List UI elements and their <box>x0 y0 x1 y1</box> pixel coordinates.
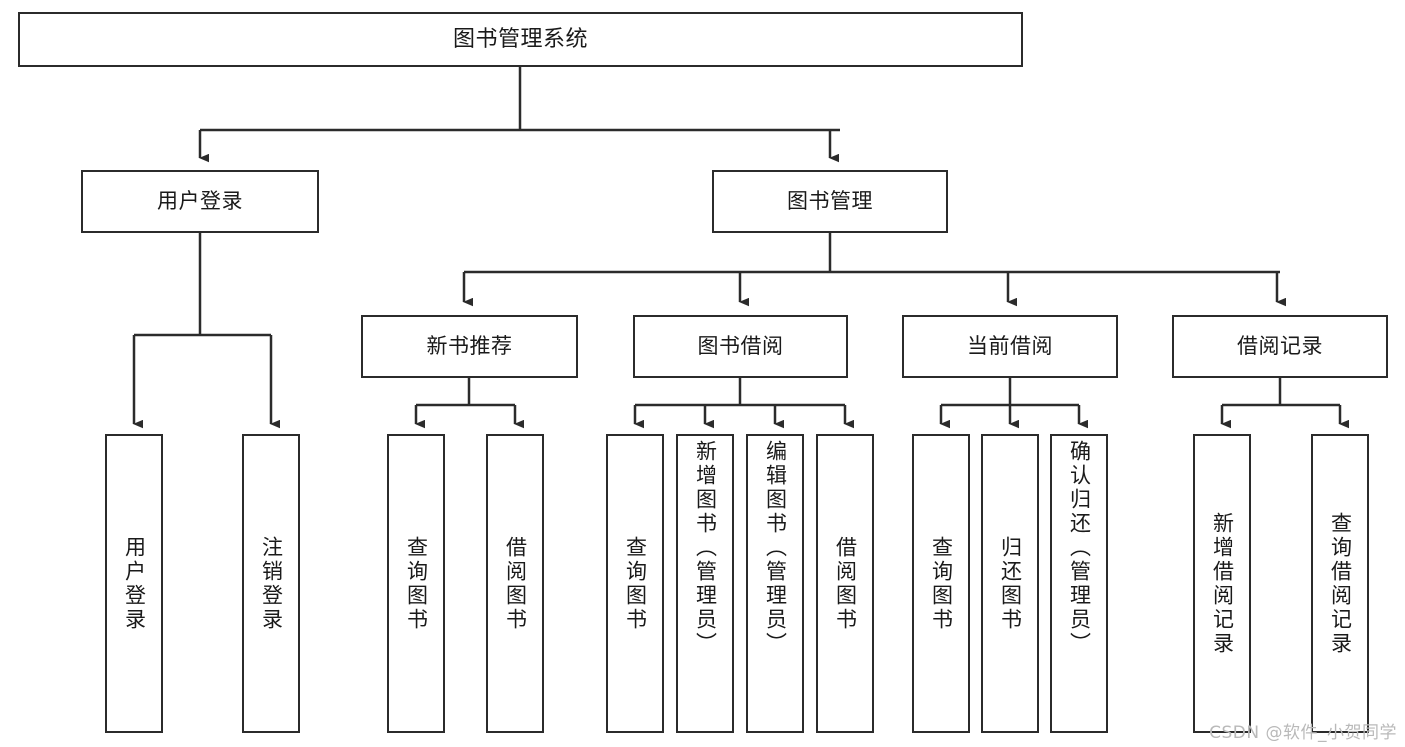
node-label: 图书管理 <box>787 189 873 214</box>
node-book-borrow[interactable]: 图书借阅 <box>633 315 848 378</box>
node-label: 查询借阅记录 <box>1328 511 1353 656</box>
edge-borrow-record-children <box>1220 378 1349 429</box>
node-leaf-return-book[interactable]: 归还图书 <box>981 434 1039 733</box>
node-leaf-query-book-borrow[interactable]: 查询图书 <box>606 434 664 733</box>
edge-root-stem <box>198 67 840 163</box>
node-label: 用户登录 <box>122 535 147 632</box>
node-label: 查询图书 <box>929 535 954 632</box>
node-label: 注销登录 <box>259 535 284 632</box>
node-borrow-record[interactable]: 借阅记录 <box>1172 315 1388 378</box>
node-leaf-logout-login[interactable]: 注销登录 <box>242 434 300 733</box>
node-label: 查询图书 <box>623 535 648 632</box>
node-book-management[interactable]: 图书管理 <box>712 170 948 233</box>
node-label: 用户登录 <box>157 189 243 214</box>
node-current-borrow[interactable]: 当前借阅 <box>902 315 1118 378</box>
node-user-login[interactable]: 用户登录 <box>81 170 319 233</box>
node-label: 借阅图书 <box>833 535 858 632</box>
node-label: 确认归还（管理员） <box>1067 440 1092 656</box>
edge-user-login-children <box>132 233 280 429</box>
node-leaf-query-borrow-record[interactable]: 查询借阅记录 <box>1311 434 1369 733</box>
node-leaf-borrow-book-recommend[interactable]: 借阅图书 <box>486 434 544 733</box>
edge-book-borrow-children <box>633 378 854 429</box>
node-leaf-borrow-book[interactable]: 借阅图书 <box>816 434 874 733</box>
node-leaf-edit-book[interactable]: 编辑图书（管理员） <box>746 434 804 733</box>
watermark-csdn: CSDN @软件_小贺同学 <box>1209 723 1397 743</box>
node-leaf-user-login[interactable]: 用户登录 <box>105 434 163 733</box>
node-leaf-query-book-current[interactable]: 查询图书 <box>912 434 970 733</box>
node-label: 当前借阅 <box>967 334 1053 359</box>
node-label: 借阅记录 <box>1237 334 1323 359</box>
node-label: 新增图书（管理员） <box>693 440 718 656</box>
node-label: 新增借阅记录 <box>1210 511 1235 656</box>
node-leaf-add-borrow-record[interactable]: 新增借阅记录 <box>1193 434 1251 733</box>
edge-new-book-children <box>414 378 524 429</box>
node-root-book-management-system[interactable]: 图书管理系统 <box>18 12 1023 67</box>
node-label: 图书借阅 <box>697 334 784 359</box>
node-label: 借阅图书 <box>503 535 528 632</box>
edge-current-borrow-children <box>939 378 1088 429</box>
node-label: 编辑图书（管理员） <box>763 440 788 656</box>
node-leaf-query-book-recommend[interactable]: 查询图书 <box>387 434 445 733</box>
node-leaf-confirm-return[interactable]: 确认归还（管理员） <box>1050 434 1108 733</box>
node-label: 新书推荐 <box>426 334 513 359</box>
node-label: 图书管理系统 <box>452 26 588 52</box>
node-label: 查询图书 <box>404 535 429 632</box>
node-label: 归还图书 <box>998 535 1023 632</box>
node-leaf-add-book[interactable]: 新增图书（管理员） <box>676 434 734 733</box>
node-new-book-recommend[interactable]: 新书推荐 <box>361 315 578 378</box>
edge-book-manage-children <box>462 233 1286 307</box>
